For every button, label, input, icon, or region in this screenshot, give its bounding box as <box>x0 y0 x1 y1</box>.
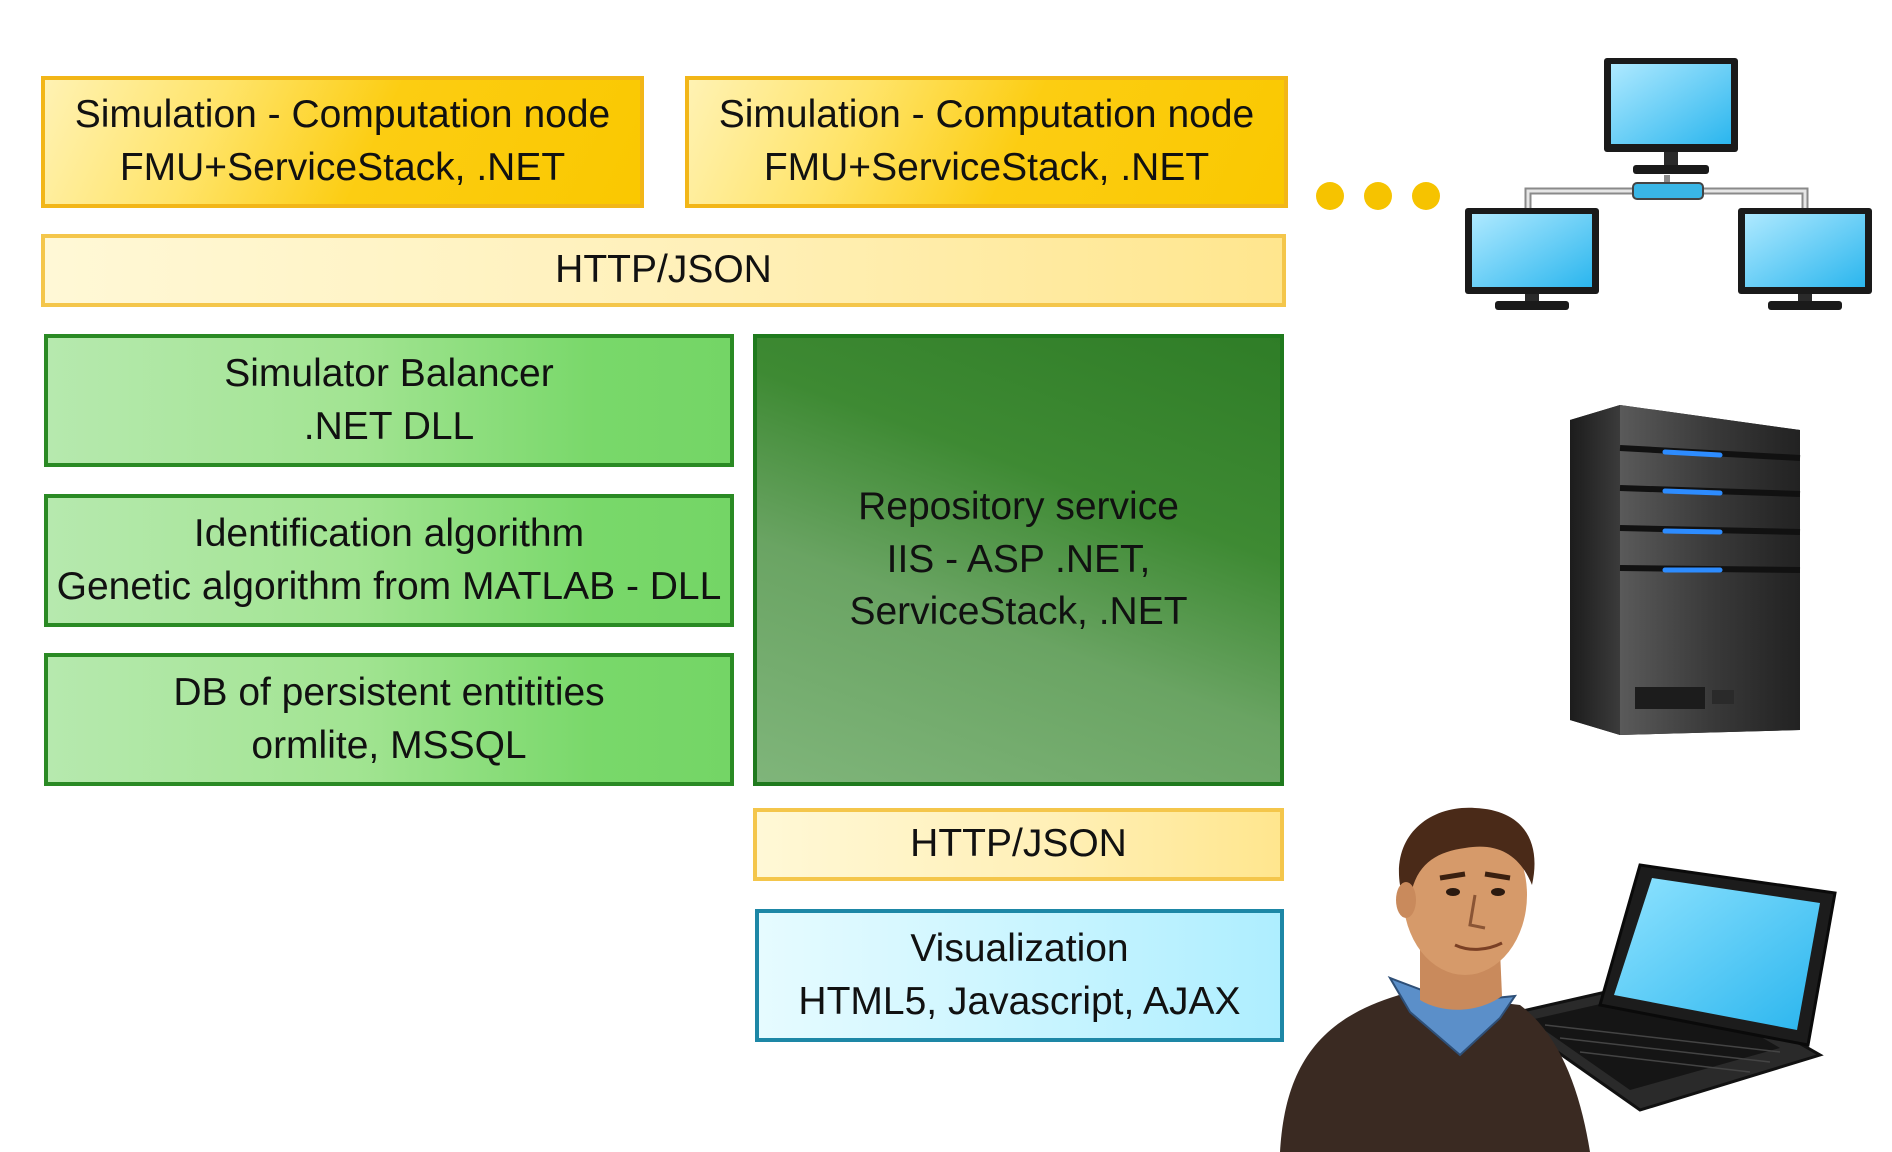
server-tower-icon <box>1570 405 1801 735</box>
computation-node-2: Simulation - Computation node FMU+Servic… <box>685 76 1288 208</box>
simulator-balancer-tech: .NET DLL <box>303 404 475 448</box>
visualization-tech: HTML5, Javascript, AJAX <box>798 979 1241 1023</box>
computation-node-2-tech: FMU+ServiceStack, .NET <box>763 146 1210 189</box>
simulator-balancer-box: Simulator Balancer .NET DLL <box>44 334 734 467</box>
identification-algorithm-title: Identification algorithm <box>193 511 585 555</box>
http-json-band-bottom: HTTP/JSON <box>753 808 1284 881</box>
repository-service-tech-1: IIS - ASP .NET, <box>886 537 1151 581</box>
computation-node-1-title: Simulation - Computation node <box>74 93 611 137</box>
computation-node-2-title: Simulation - Computation node <box>718 93 1255 137</box>
repository-service-box: Repository service IIS - ASP .NET, Servi… <box>753 334 1284 786</box>
http-json-band-top-label: HTTP/JSON <box>555 248 772 292</box>
http-json-band-bottom-label: HTTP/JSON <box>910 822 1127 866</box>
network-computers-icon <box>1465 58 1872 310</box>
db-persistent-entities-title: DB of persistent entitities <box>173 670 605 714</box>
http-json-band-top: HTTP/JSON <box>41 234 1286 307</box>
computation-node-1-tech: FMU+ServiceStack, .NET <box>119 146 566 189</box>
db-persistent-entities-box: DB of persistent entitities ormlite, MSS… <box>44 653 734 786</box>
visualization-title: Visualization <box>910 926 1129 970</box>
visualization-box: Visualization HTML5, Javascript, AJAX <box>755 909 1284 1042</box>
repository-service-title: Repository service <box>858 485 1179 529</box>
simulator-balancer-title: Simulator Balancer <box>224 351 554 395</box>
computation-node-1: Simulation - Computation node FMU+Servic… <box>41 76 644 208</box>
repository-service-tech-2: ServiceStack, .NET <box>849 590 1188 634</box>
db-persistent-entities-tech: ormlite, MSSQL <box>251 723 527 767</box>
identification-algorithm-tech: Genetic algorithm from MATLAB - DLL <box>56 564 722 608</box>
user-with-laptop-icon <box>1280 807 1837 1152</box>
identification-algorithm-box: Identification algorithm Genetic algorit… <box>44 494 734 627</box>
